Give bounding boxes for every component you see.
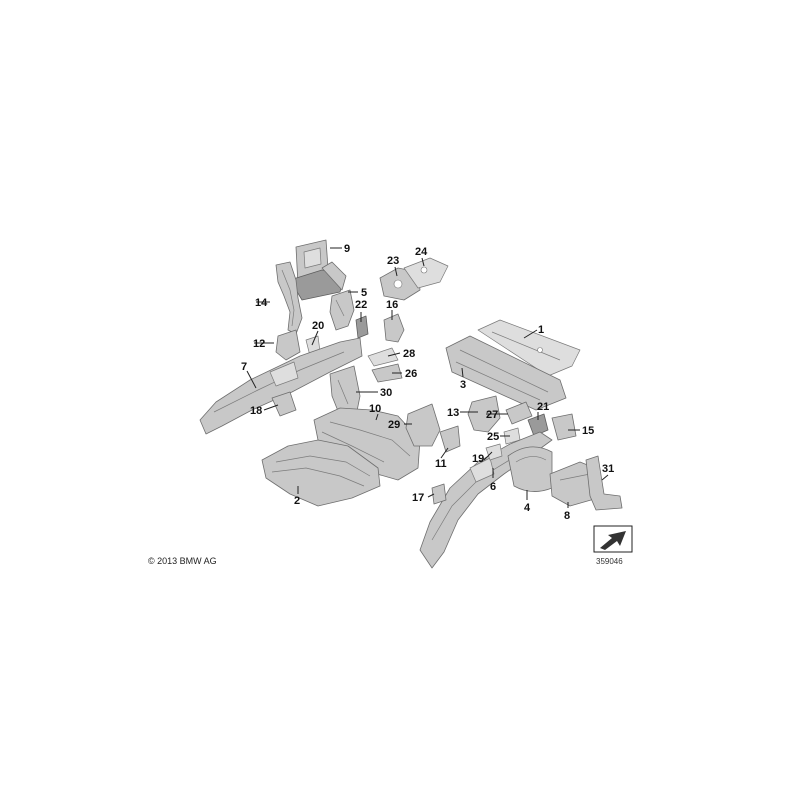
callout-8: 8: [564, 510, 570, 522]
part-28: [367, 347, 399, 367]
callout-24: 24: [415, 246, 428, 258]
part-22: [355, 315, 369, 339]
callout-17: 17: [412, 492, 424, 504]
part-9: [289, 239, 347, 301]
callout-21: 21: [537, 401, 549, 413]
callout-16: 16: [386, 299, 398, 311]
callout-9: 9: [344, 243, 350, 255]
callout-11: 11: [435, 458, 447, 470]
part-18: [271, 391, 297, 417]
part-24: [403, 257, 449, 289]
callout-7: 7: [241, 361, 247, 373]
callout-23: 23: [387, 255, 399, 267]
callout-31: 31: [602, 463, 614, 475]
part-3: [445, 335, 567, 411]
part-4: [507, 446, 553, 492]
callout-6: 6: [490, 481, 496, 493]
part-10: [313, 407, 421, 481]
callout-10: 10: [369, 403, 381, 415]
callout-13: 13: [447, 407, 459, 419]
callout-27: 27: [486, 409, 498, 421]
part-16: [383, 313, 405, 343]
part-27: [505, 401, 533, 425]
callout-labels: 1 2 3 4 5 6 7 8 9 10 11 12 13 14 15 16 1…: [241, 243, 614, 522]
callout-30: 30: [380, 387, 392, 399]
part-15: [551, 413, 577, 441]
callout-18: 18: [250, 405, 262, 417]
callout-25: 25: [487, 431, 499, 443]
part-29: [405, 403, 441, 447]
part-31: [585, 455, 623, 511]
callout-1: 1: [538, 324, 544, 336]
callout-26: 26: [405, 368, 417, 380]
callout-4: 4: [524, 502, 531, 514]
part-26: [371, 363, 403, 383]
part-11: [439, 425, 461, 453]
copyright-text: © 2013 BMW AG: [148, 556, 217, 566]
part-17: [431, 483, 447, 505]
orientation-arrow-icon: [593, 525, 633, 553]
callout-28: 28: [403, 348, 415, 360]
callout-19: 19: [472, 453, 484, 465]
callout-3: 3: [460, 379, 466, 391]
callout-12: 12: [253, 338, 265, 350]
diagram-id: 359046: [596, 557, 623, 566]
part-5: [329, 289, 355, 331]
part-21: [527, 413, 549, 437]
part-13: [467, 395, 501, 433]
callout-22: 22: [355, 299, 367, 311]
part-12: [275, 329, 301, 361]
callout-5: 5: [361, 287, 367, 299]
leader-lines: [246, 247, 609, 508]
part-2: [261, 439, 381, 507]
callout-14: 14: [255, 297, 268, 309]
callout-15: 15: [582, 425, 594, 437]
callout-20: 20: [312, 320, 324, 332]
callout-29: 29: [388, 419, 400, 431]
part-7: [199, 337, 363, 435]
callout-2: 2: [294, 495, 300, 507]
